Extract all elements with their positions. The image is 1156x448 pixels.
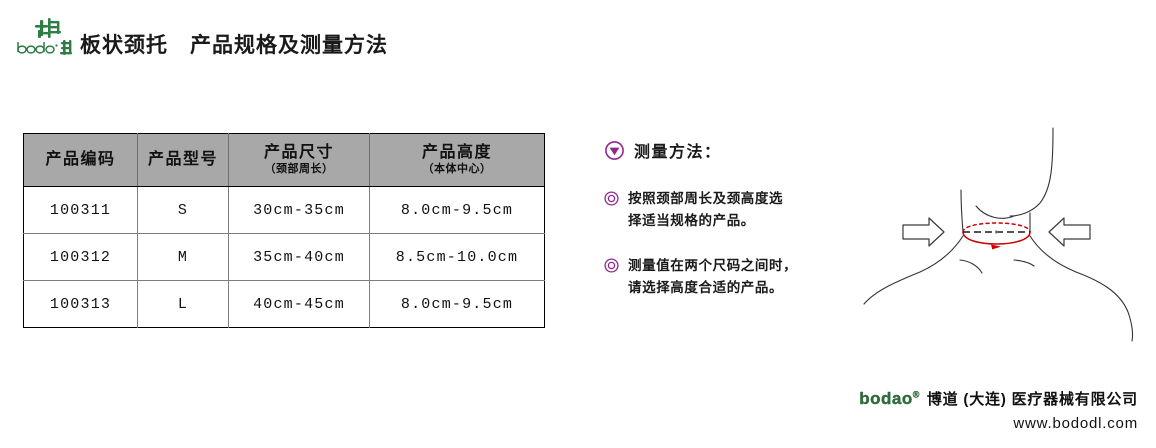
column-header-main: 产品尺寸 (263, 143, 334, 161)
column-header-product-size: 产品尺寸 （颈部周长） (228, 133, 370, 187)
table-header-row: 产品编码 产品型号 产品尺寸 （颈部周长） 产品高度 （本体中心） (23, 133, 545, 187)
note-line: 按照颈部周长及颈高度选 (628, 191, 784, 206)
page-header: 板状颈托 产品规格及测量方法 (0, 0, 1156, 78)
cell-product-size: 35cm-40cm (228, 233, 370, 281)
cell-product-model: L (137, 280, 229, 328)
column-header-sub: （颈部周长） (264, 163, 334, 176)
registered-mark-icon: ® (912, 389, 920, 400)
note-line: 测量值在两个尺码之间时， (628, 257, 798, 273)
footer-logo-text: bodao (859, 389, 913, 408)
table-row: 100312 M 35cm-40cm 8.5cm-10.0cm (23, 233, 545, 281)
page-title: 板状颈托 产品规格及测量方法 (80, 34, 388, 57)
measurement-notes-heading: 测量方法： (604, 138, 874, 162)
column-header-sub: （本体中心） (422, 163, 492, 176)
brand-logo (14, 16, 76, 60)
column-header-product-model: 产品型号 (137, 133, 229, 187)
cell-product-code: 100311 (23, 186, 138, 234)
cell-product-model: M (137, 233, 229, 281)
double-circle-bullet-icon (604, 191, 619, 206)
product-spec-table-container: 产品编码 产品型号 产品尺寸 （颈部周长） 产品高度 （本体中心） (23, 133, 545, 328)
footer-company-name: 博道 (大连) 医疗器械有限公司 (926, 391, 1138, 408)
cell-product-code: 100312 (23, 233, 138, 281)
cell-product-height: 8.5cm-10.0cm (369, 233, 545, 281)
table-row: 100313 L 40cm-45cm 8.0cm-9.5cm (23, 280, 545, 328)
measure-direction-arrow-icon (991, 244, 1001, 250)
arrow-left-icon (1048, 217, 1091, 247)
note-line: 请选择高度合适的产品。 (628, 279, 784, 295)
neck-measurement-illustration (863, 127, 1134, 342)
measure-ellipse-front (962, 231, 1031, 245)
double-circle-bullet-icon (604, 258, 619, 273)
triangle-down-circle-icon (605, 140, 624, 160)
column-header-main: 产品编码 (45, 150, 116, 168)
footer-logo: bodao® (859, 389, 920, 409)
cell-product-size: 40cm-45cm (228, 280, 370, 328)
note-text: 测量值在两个尺码之间时， 请选择高度合适的产品。 (628, 255, 797, 299)
note-item: 测量值在两个尺码之间时， 请选择高度合适的产品。 (604, 255, 874, 299)
note-item: 按照颈部周长及颈高度选 择适当规格的产品。 (604, 188, 874, 232)
cell-product-code: 100313 (23, 280, 138, 328)
note-text: 按照颈部周长及颈高度选 择适当规格的产品。 (628, 188, 783, 232)
cell-product-height: 8.0cm-9.5cm (400, 295, 514, 313)
column-header-main: 产品高度 (421, 143, 492, 161)
footer-website-url: www.bododl.com (1013, 415, 1138, 432)
cell-product-size: 30cm-35cm (228, 186, 370, 234)
brand-logo-icon (17, 18, 72, 55)
column-header-main: 产品型号 (147, 150, 218, 168)
column-header-product-height: 产品高度 （本体中心） (369, 133, 545, 187)
product-spec-table: 产品编码 产品型号 产品尺寸 （颈部周长） 产品高度 （本体中心） (23, 133, 545, 328)
footer-company-line: bodao® 博道 (大连) 医疗器械有限公司 (859, 388, 1138, 409)
neck-measurement-diagram (862, 108, 1154, 343)
measurement-notes: 测量方法： 按照颈部周长及颈高度选 择适当规格的产品。 测量值在两个尺码之间时，… (604, 138, 874, 321)
page-footer: bodao® 博道 (大连) 医疗器械有限公司 www.bododl.com (859, 388, 1138, 432)
measure-center-point (995, 230, 998, 234)
cell-product-model: S (137, 186, 229, 234)
measurement-notes-title: 测量方法： (634, 144, 722, 161)
arrow-right-icon (902, 217, 945, 247)
cell-product-height: 8.0cm-9.5cm (369, 186, 545, 234)
table-row: 100311 S 30cm-35cm 8.0cm-9.5cm (23, 186, 545, 234)
body-outline (863, 127, 1134, 342)
column-header-product-code: 产品编码 (23, 133, 138, 187)
note-line: 择适当规格的产品。 (628, 212, 755, 228)
